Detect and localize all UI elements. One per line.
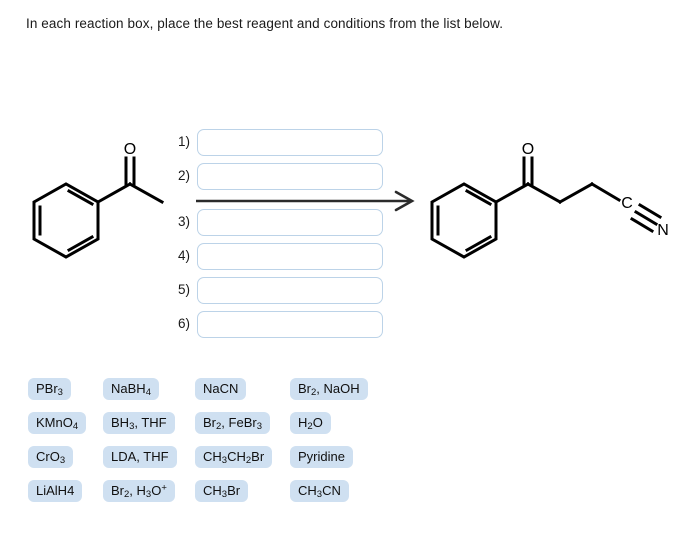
reagent-chip[interactable]: NaBH4	[103, 378, 159, 400]
answer-row-2: 2)	[178, 162, 383, 190]
answer-box-list: 1) 2) 3) 4) 5) 6)	[178, 128, 383, 344]
reagent-column-4: Br2, NaOH H2O Pyridine CH3CN	[290, 378, 368, 514]
answer-input-6[interactable]	[197, 310, 383, 338]
carbonyl-oxygen-label: O	[124, 141, 136, 158]
reagent-chip[interactable]: PBr3	[28, 378, 71, 400]
answer-input-3[interactable]	[197, 208, 383, 236]
reagent-column-2: NaBH4 BH3, THF LDA, THF Br2, H3O+	[103, 378, 177, 514]
reagent-chip[interactable]: BH3, THF	[103, 412, 175, 434]
instruction-text: In each reaction box, place the best rea…	[26, 16, 504, 31]
reagent-chip[interactable]: H2O	[290, 412, 331, 434]
product-carbonyl-oxygen-label: O	[522, 141, 534, 158]
reagent-chip[interactable]: Pyridine	[290, 446, 353, 468]
answer-input-5[interactable]	[197, 276, 383, 304]
answer-input-2[interactable]	[197, 162, 383, 190]
reagent-chip[interactable]: Br2, FeBr3	[195, 412, 270, 434]
answer-number-3: 3)	[178, 214, 191, 230]
answer-input-1[interactable]	[197, 128, 383, 156]
reagent-chip[interactable]: CH3Br	[195, 480, 249, 502]
product-svg: O C N	[430, 141, 669, 259]
reagent-chip[interactable]: CH3CN	[290, 480, 349, 502]
reaction-arrow-svg	[196, 190, 415, 212]
answer-number-4: 4)	[178, 248, 191, 264]
answer-input-4[interactable]	[197, 242, 383, 270]
answer-row-4: 4)	[178, 242, 383, 270]
reagent-chip[interactable]: CrO3	[28, 446, 74, 468]
nitrile-carbon-label: C	[621, 195, 633, 212]
answer-number-6: 6)	[178, 316, 191, 332]
answer-row-1: 1)	[178, 128, 383, 156]
reagent-column-3: NaCN Br2, FeBr3 CH3CH2Br CH3Br	[195, 378, 273, 514]
answer-number-5: 5)	[178, 282, 191, 298]
answer-number-1: 1)	[178, 134, 191, 150]
reagent-column-1: PBr3 KMnO4 CrO3 LiAlH4	[28, 378, 87, 514]
reagent-chip[interactable]: KMnO4	[28, 412, 87, 434]
reagent-chip[interactable]: LiAlH4	[28, 480, 83, 502]
reagent-chip[interactable]: NaCN	[195, 378, 247, 400]
reagent-chip[interactable]: Br2, NaOH	[290, 378, 368, 400]
nitrile-nitrogen-label: N	[657, 222, 669, 239]
starting-material-structure: O	[22, 140, 182, 285]
answer-row-6: 6)	[178, 310, 383, 338]
reagent-chip[interactable]: Br2, H3O+	[103, 480, 175, 502]
reagent-chip[interactable]: CH3CH2Br	[195, 446, 273, 468]
acetophenone-svg: O	[32, 141, 165, 259]
product-structure: O C N	[420, 140, 682, 285]
reaction-arrow	[194, 188, 416, 214]
reagent-chip[interactable]: LDA, THF	[103, 446, 177, 468]
answer-row-5: 5)	[178, 276, 383, 304]
answer-number-2: 2)	[178, 168, 191, 184]
answer-row-3: 3)	[178, 208, 383, 236]
